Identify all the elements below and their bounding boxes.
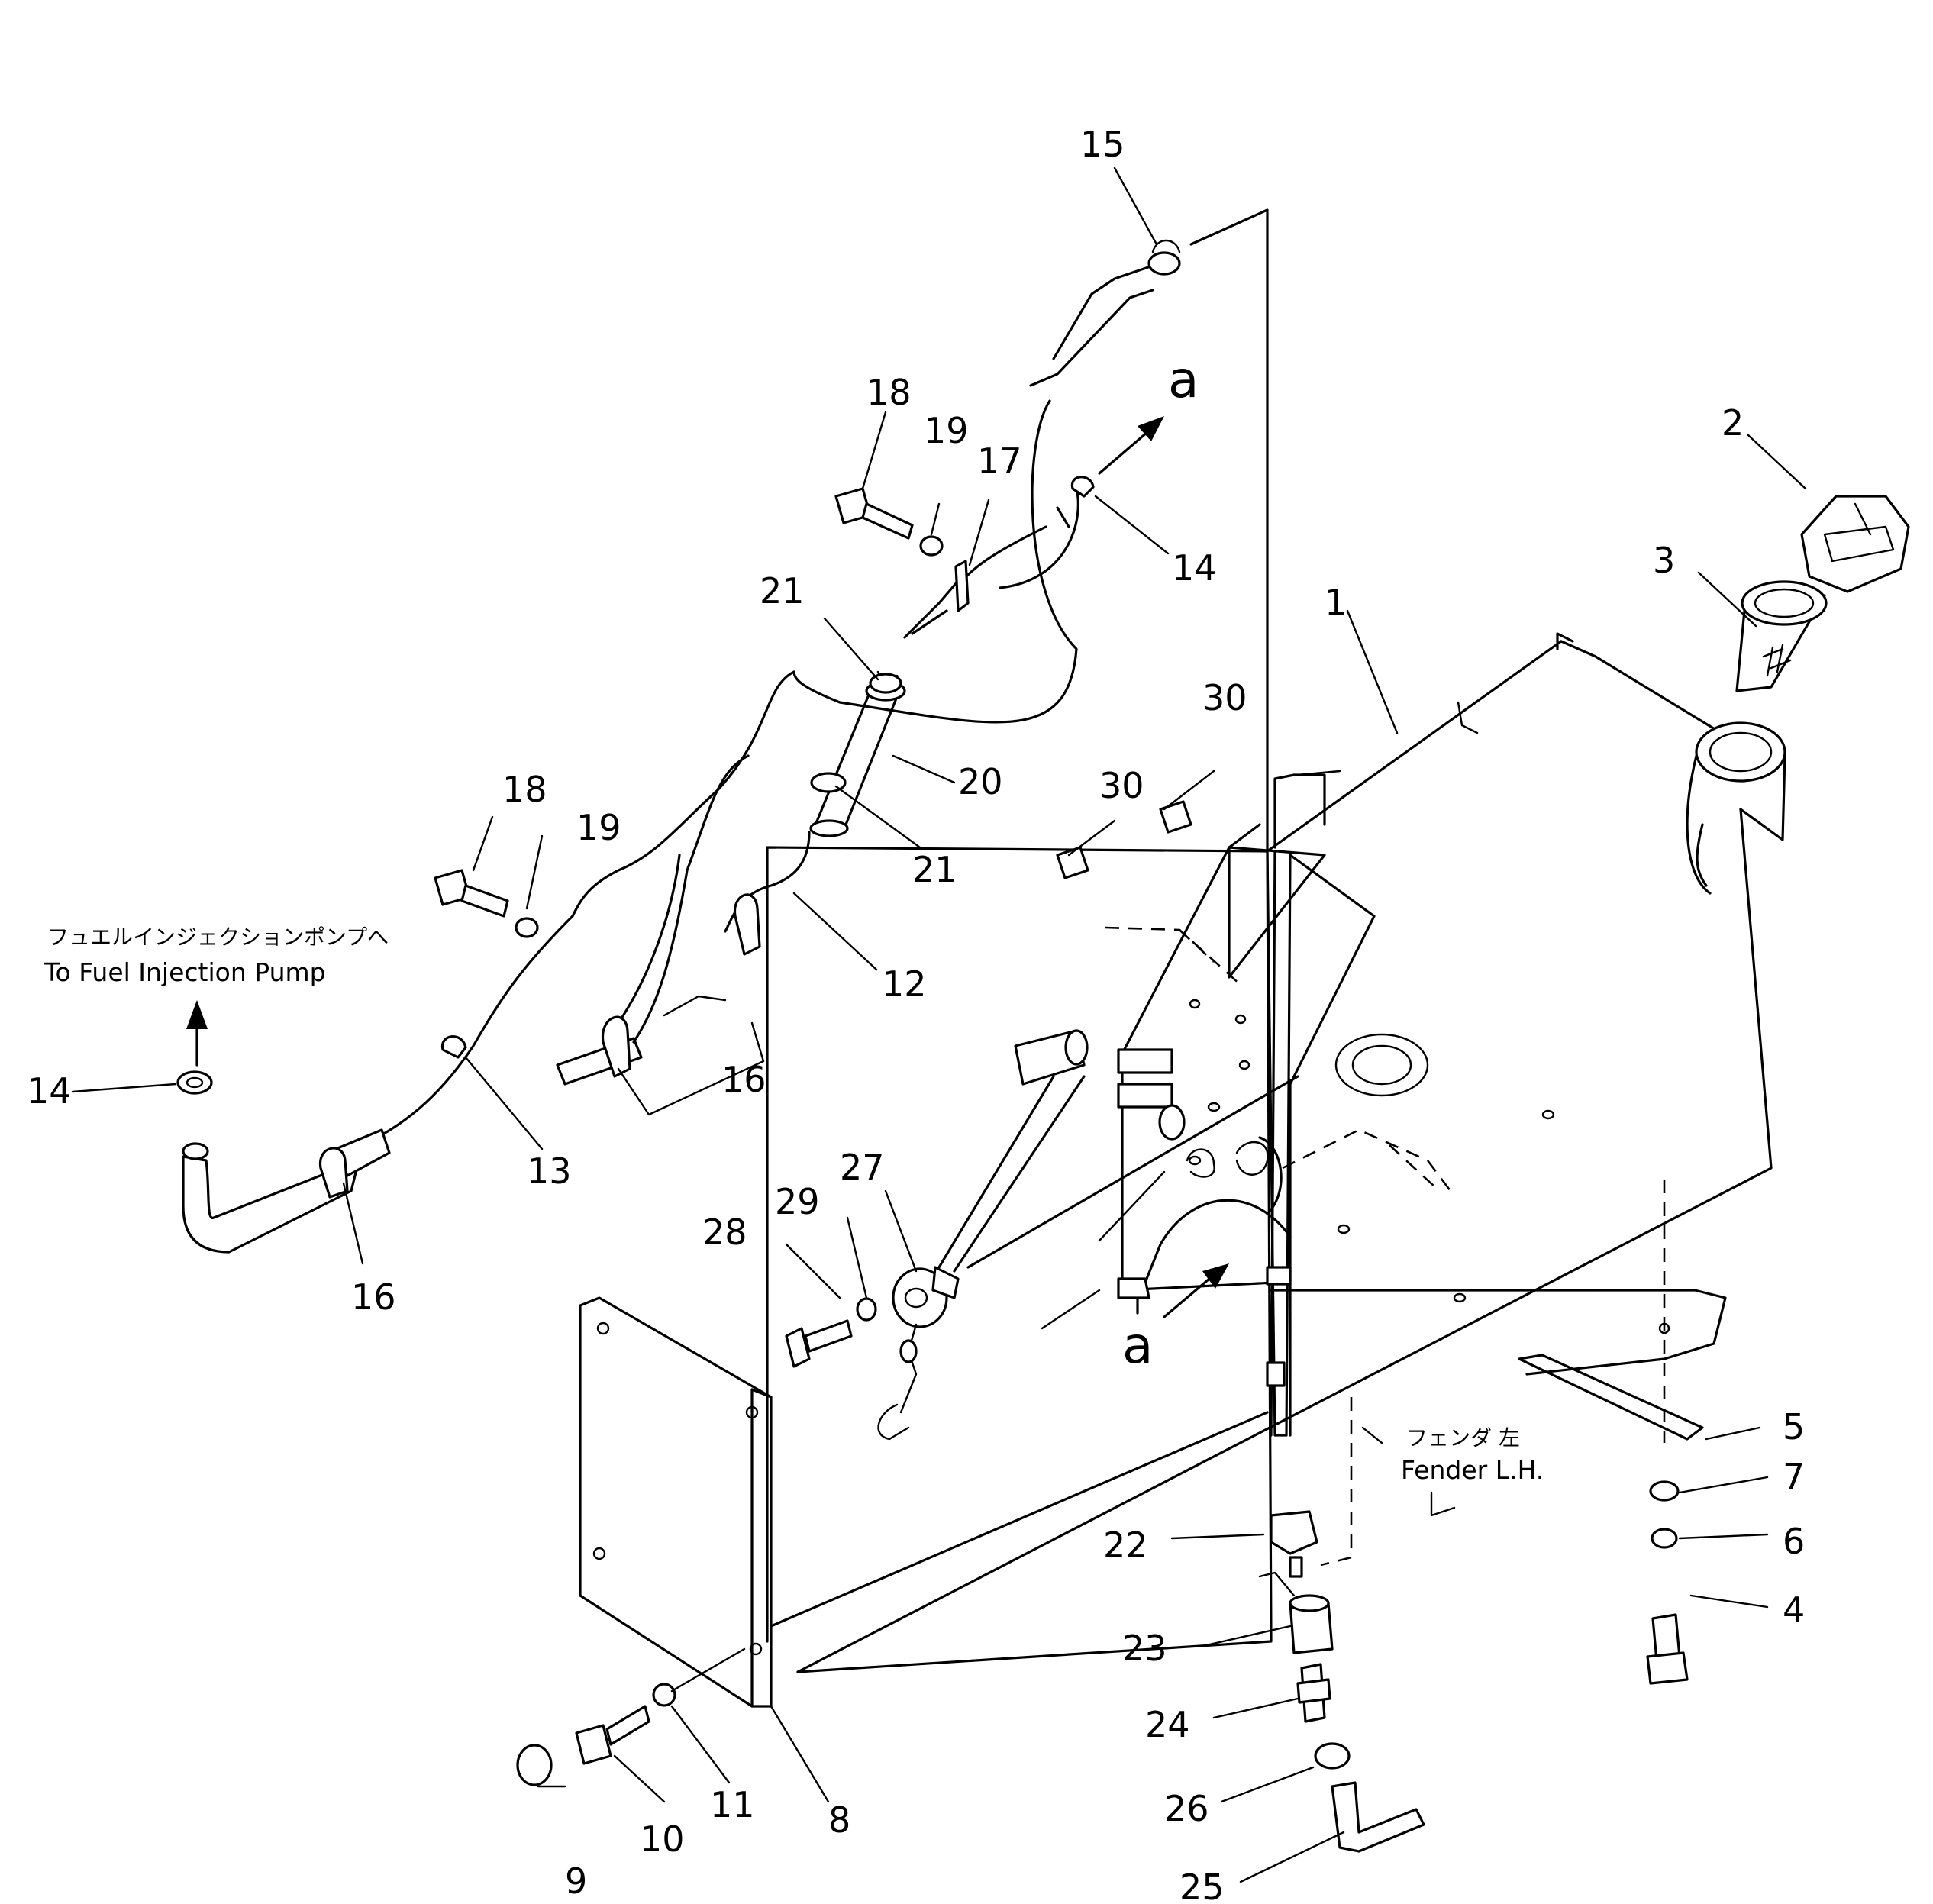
callout-27: 27 [840,1147,885,1188]
drain-nipple [1296,1663,1331,1723]
callout-19-upper: 19 [924,410,969,451]
bolt-lower [434,869,539,938]
callout-9: 9 [565,1860,587,1902]
callout-5: 5 [1783,1406,1805,1447]
drain-hose [1331,1781,1425,1853]
callout-14-upper: 14 [1172,547,1217,589]
mounting-panel [1117,208,1452,1567]
cap-30-lower [1056,846,1089,879]
bolt-10 [575,1705,650,1765]
callout-28: 28 [702,1212,747,1253]
callout-16-lower: 16 [351,1276,396,1318]
callout-3: 3 [1653,540,1675,581]
callout-7: 7 [1783,1456,1805,1497]
callout-labels: 15 2 3 1 30 30 18 19 17 14 21 20 21 12 1… [27,124,1805,1904]
callout-1: 1 [1325,582,1347,623]
callout-21-upper: 21 [760,570,805,612]
callout-12: 12 [882,963,927,1005]
callout-30-upper: 30 [1202,677,1247,718]
screw-28 [785,1319,853,1368]
fuel-lines [182,264,1154,1254]
callout-17: 17 [977,441,1022,482]
callout-21-lower: 21 [912,849,957,890]
callout-19-lower: 19 [576,807,621,848]
arrow-label-a-bottom: a [1122,1316,1153,1375]
callout-13: 13 [527,1150,572,1192]
leader-lines [71,166,1807,1883]
callout-2: 2 [1722,402,1744,444]
callout-4: 4 [1783,1589,1805,1631]
cap-9 [516,1744,553,1786]
callout-22: 22 [1103,1525,1148,1566]
callout-24: 24 [1145,1704,1190,1745]
arrow-a-bottom [1163,1263,1229,1318]
fender-note-jp: フェンダ 左 [1406,1425,1520,1451]
callout-30-lower: 30 [1099,765,1144,806]
callout-18-lower: 18 [502,769,547,810]
sending-unit [877,1029,1299,1441]
callout-26: 26 [1164,1788,1209,1829]
strainer [1735,580,1828,692]
callout-20: 20 [958,761,1003,802]
fender-note-en: Fender L.H. [1401,1455,1544,1485]
callout-29: 29 [775,1181,820,1222]
callout-18-upper: 18 [866,372,912,413]
bolt-4 [1646,1613,1689,1685]
bolt-upper [834,487,944,557]
callout-10: 10 [640,1818,685,1860]
washer-7 [1649,1480,1680,1502]
washer-29 [856,1297,877,1322]
arrow-label-a-top: a [1168,350,1199,409]
filler-cap [1800,495,1910,593]
pump-note-jp: フュエルインジェクションポンプへ [47,925,389,950]
fuel-tank [766,632,1786,1673]
drain-cock [1258,1571,1334,1654]
callout-8: 8 [828,1799,850,1841]
pump-note-en: To Fuel Injection Pump [44,957,326,987]
callout-14-pump: 14 [27,1070,72,1112]
callout-16-upper: 16 [721,1059,766,1100]
washer-6 [1651,1528,1678,1549]
arrow-a-top [1098,416,1164,475]
clamps [176,239,1181,1199]
callout-6: 6 [1783,1521,1805,1562]
callout-23: 23 [1122,1628,1167,1669]
callout-11: 11 [710,1784,755,1825]
arrow-to-pump [186,1000,208,1067]
cap-30-upper [1159,800,1192,834]
drain-valve [1270,1510,1318,1578]
callout-25: 25 [1179,1867,1225,1904]
washer-11 [652,1683,676,1707]
drain-clamp [1314,1742,1351,1770]
callout-15: 15 [1080,124,1125,165]
